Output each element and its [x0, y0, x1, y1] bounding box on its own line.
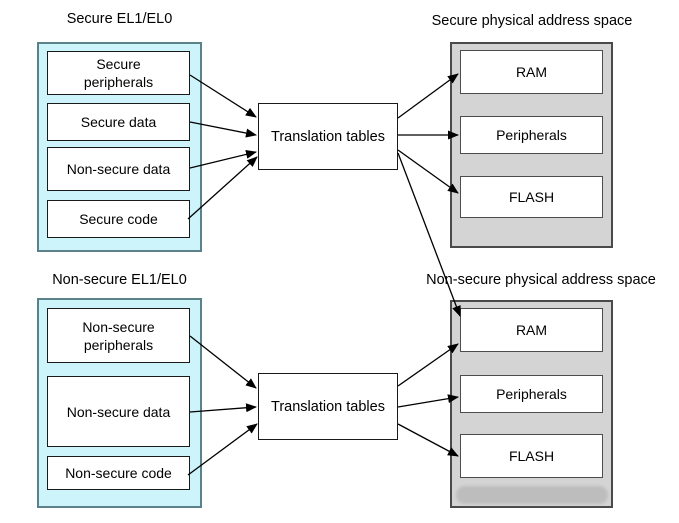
non-secure-el1-el0-label: Non-secure EL1/EL0: [52, 272, 187, 288]
non-secure-data-box: Non-secure data: [47, 376, 190, 447]
arrow-tables-to-non-secure-ram: [397, 343, 459, 387]
arrow-tables-to-secure-flash: [397, 149, 459, 194]
arrow-tables-to-non-secure-peripherals: [397, 394, 459, 408]
non-secure-physical-address-space-label: Non-secure physical address space: [426, 272, 656, 288]
erased-watermark-smudge: [456, 486, 608, 504]
secure-el1-el0-label: Secure EL1/EL0: [66, 11, 173, 27]
secure-peripherals-box: Secure peripherals: [47, 51, 190, 95]
non-secure-peripherals-target-box: Peripherals: [460, 375, 603, 413]
secure-physical-address-space-label: Secure physical address space: [431, 13, 633, 29]
secure-ram-box: RAM: [460, 50, 603, 94]
non-secure-code-box: Non-secure code: [47, 456, 190, 490]
secure-peripherals-target-box: Peripherals: [460, 116, 603, 154]
arrow-tables-to-non-secure-flash: [397, 423, 459, 457]
translation-tables-box-non-secure: Translation tables: [258, 373, 398, 440]
non-secure-data-box-secure-world: Non-secure data: [47, 147, 190, 191]
non-secure-ram-box: RAM: [460, 308, 603, 352]
secure-code-box: Secure code: [47, 200, 190, 238]
arrow-tables-to-secure-ram: [397, 73, 459, 119]
non-secure-peripherals-box: Non-secure peripherals: [47, 308, 190, 363]
translation-tables-box-secure: Translation tables: [258, 103, 398, 170]
secure-data-box: Secure data: [47, 103, 190, 141]
non-secure-flash-box: FLASH: [460, 434, 603, 478]
secure-flash-box: FLASH: [460, 176, 603, 218]
